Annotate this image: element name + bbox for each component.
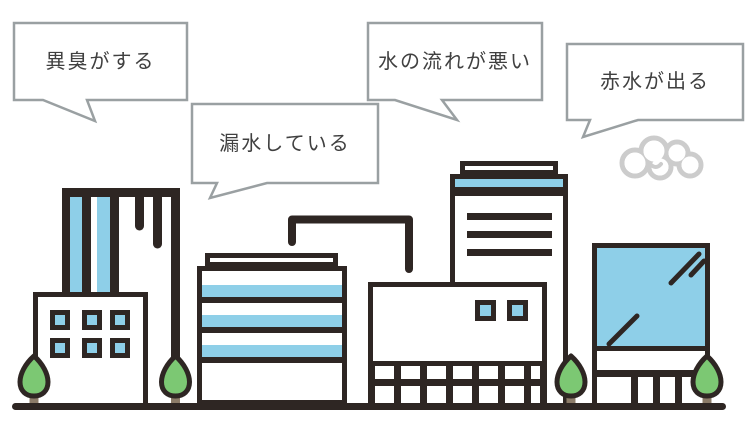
speech-bubble-flow [366, 21, 544, 123]
ground-line [12, 403, 726, 410]
floor-line [202, 357, 342, 363]
roof-cap-face [465, 166, 553, 170]
building-face [373, 287, 542, 361]
pilotis-post [472, 366, 479, 405]
roof-cap-face [210, 258, 333, 262]
louver-line [467, 213, 552, 220]
blue-band [202, 345, 342, 357]
glass-reflection [606, 313, 640, 347]
louver-line [467, 231, 552, 238]
bubble-label-smell: 異臭がする [45, 50, 156, 73]
tower-dark-stripe [110, 197, 119, 292]
pilotis-post [394, 366, 401, 405]
tree-icon [159, 353, 192, 405]
pilotis-base [368, 366, 547, 405]
bubble-label-leak: 漏水している [219, 132, 351, 155]
window-glass [87, 315, 97, 325]
base-rail [592, 370, 710, 377]
building-windows [33, 292, 148, 405]
building-horizontal-stripes [197, 253, 347, 405]
tower-left-edge [62, 188, 70, 292]
tree-icon [17, 353, 51, 405]
pilotis-post [524, 366, 531, 405]
tower-dark-stripe [82, 197, 91, 292]
window-glass [115, 315, 125, 325]
pilotis-post [420, 366, 427, 405]
base-post [675, 377, 682, 405]
bubble-label-flow: 水の流れが悪い [378, 50, 532, 73]
tree-icon [690, 353, 724, 405]
bubble-label-redwater: 赤水が出る [600, 71, 710, 93]
building-glass [592, 243, 710, 405]
floor-line [202, 297, 342, 303]
building-pilotis [368, 282, 547, 405]
tree-icon [554, 353, 588, 405]
base-edge [592, 351, 597, 405]
speech-bubble-smell [12, 21, 189, 124]
speech-bubble-leak [190, 102, 380, 200]
rooftop-pipe [288, 215, 413, 273]
louver-line [467, 249, 552, 256]
blue-band [455, 179, 563, 187]
speech-bubbles [12, 21, 745, 200]
speech-bubble-redwater [565, 42, 745, 139]
window-glass [115, 343, 125, 353]
trees [17, 353, 724, 405]
glass-reflection [668, 251, 702, 286]
window-glass [87, 343, 97, 353]
tower-blue-stripe [97, 197, 110, 292]
glass-base [592, 351, 710, 405]
pilotis-post [446, 366, 453, 405]
window-glass [480, 305, 491, 316]
cloud-icon [619, 135, 704, 181]
tower-right-edge [171, 188, 180, 405]
pilotis-post [368, 366, 375, 405]
base-face [592, 351, 710, 405]
window-glass [55, 343, 65, 353]
cloud-smile [648, 162, 663, 169]
window-grid [50, 310, 130, 358]
base-post [631, 377, 638, 405]
glass-reflection [688, 258, 707, 278]
window-glass [55, 315, 65, 325]
pilotis-post [540, 366, 547, 405]
base-post [653, 377, 660, 405]
window-glass [512, 305, 523, 316]
blue-band [202, 285, 342, 297]
tower-blue-stripe [70, 197, 82, 292]
base-rail [368, 379, 547, 386]
blue-band [202, 315, 342, 327]
pilotis-post [498, 366, 505, 405]
tower-roofline [62, 188, 180, 197]
floor-line [202, 327, 342, 333]
